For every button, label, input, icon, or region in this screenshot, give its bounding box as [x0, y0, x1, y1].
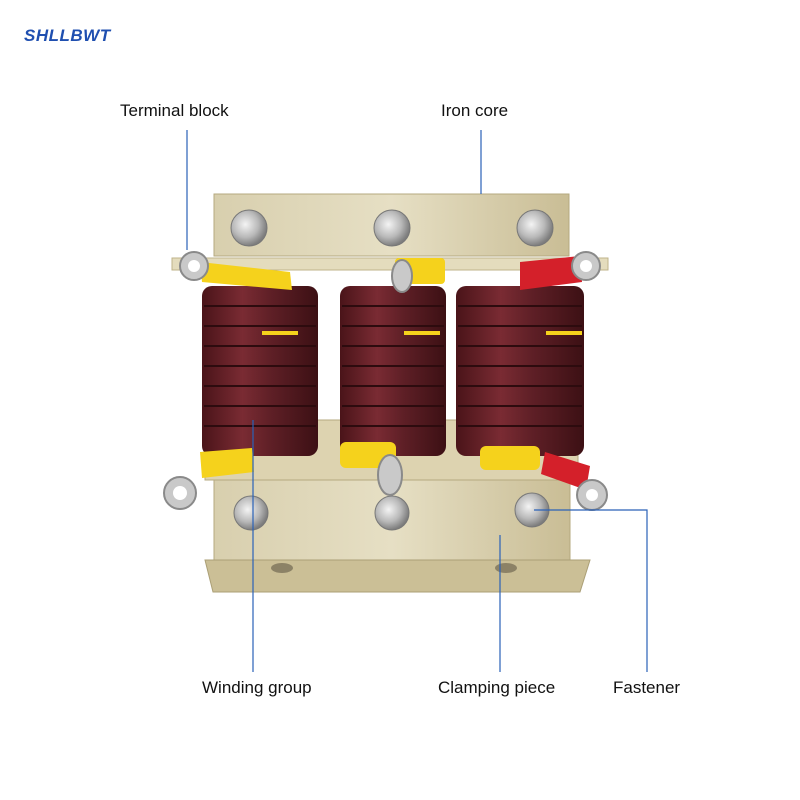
leader-fastener — [534, 509, 648, 672]
bottom-bolts — [233, 492, 550, 531]
coil-left — [202, 286, 318, 456]
coil-right — [456, 286, 584, 456]
top-terminals — [179, 251, 601, 293]
label-clamping-piece: Clamping piece — [438, 678, 556, 697]
label-winding-group: Winding group — [202, 678, 312, 697]
label-iron-core: Iron core — [441, 101, 509, 120]
leader-lines — [186, 130, 648, 672]
label-terminal-block: Terminal block — [120, 101, 229, 120]
top-bolts — [230, 209, 554, 247]
bottom-terminals — [163, 442, 608, 511]
brand-logo: SHLLBWT — [24, 26, 111, 45]
winding-coils — [202, 286, 584, 456]
coil-middle — [340, 286, 446, 456]
label-fastener: Fastener — [613, 678, 681, 697]
